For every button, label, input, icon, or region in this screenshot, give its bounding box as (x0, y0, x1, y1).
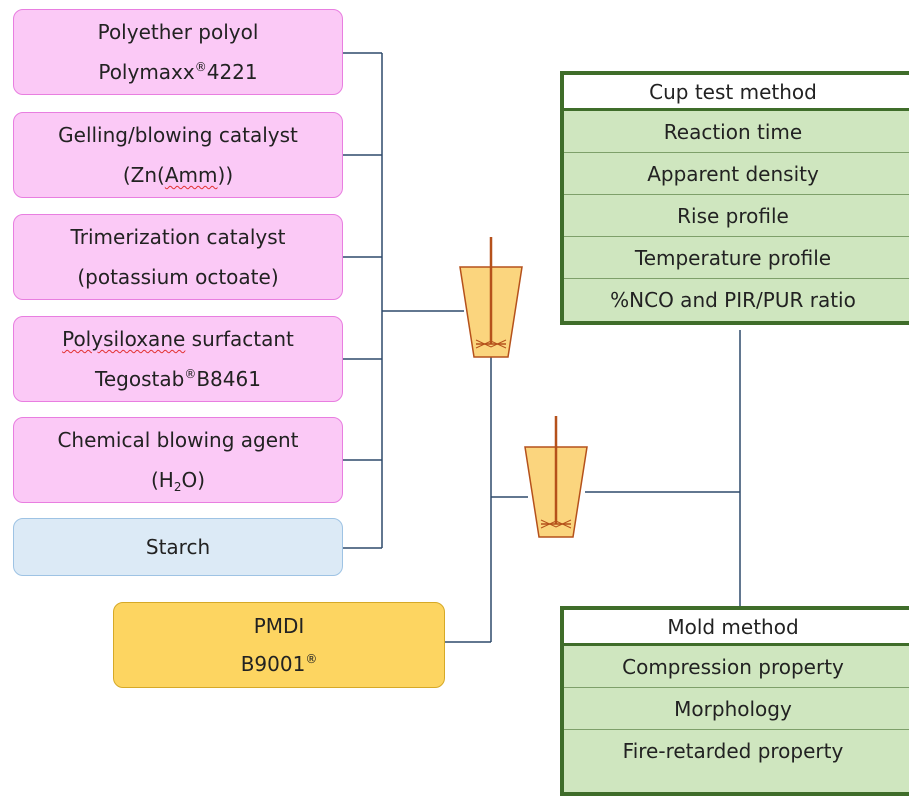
ingredient-name: Polysiloxane surfactant (62, 327, 294, 351)
cup-test-item: Temperature profile (564, 237, 909, 279)
ingredient-product: Tegostab®B8461 (95, 367, 261, 391)
mold-method-item: Compression property (564, 646, 909, 688)
mold-method-panel: Mold method Compression property Morphol… (560, 606, 909, 796)
cup-test-panel: Cup test method Reaction time Apparent d… (560, 71, 909, 325)
ingredient-product: (H2O) (150, 468, 206, 494)
ingredient-name: Chemical blowing agent (57, 428, 299, 452)
cup-test-item: %NCO and PIR/PUR ratio (564, 279, 909, 321)
trimerization-catalyst-box: Trimerization catalyst (potassium octoat… (13, 214, 343, 300)
beaker-icon (524, 416, 588, 538)
starch-label: Starch (145, 535, 211, 559)
chemical-blowing-agent-box: Chemical blowing agent (H2O) (13, 417, 343, 503)
cup-test-item: Rise profile (564, 195, 909, 237)
cup-test-title: Cup test method (564, 75, 909, 111)
mold-method-item: Fire-retarded property (564, 730, 909, 772)
pmdi-name: PMDI (253, 614, 305, 638)
gelling-blowing-catalyst-box: Gelling/blowing catalyst (Zn(Amm)) (13, 112, 343, 198)
polysiloxane-surfactant-box: Polysiloxane surfactant Tegostab®B8461 (13, 316, 343, 402)
connector-lines (343, 52, 741, 643)
polyether-polyol-box: Polyether polyol Polymaxx®4221 (13, 9, 343, 95)
mold-method-title: Mold method (564, 610, 909, 646)
pmdi-box: PMDI B9001® (113, 602, 445, 688)
ingredient-name: Trimerization catalyst (70, 225, 286, 249)
cup-test-item: Apparent density (564, 153, 909, 195)
beaker-icon (459, 237, 523, 358)
pmdi-product: B9001® (240, 652, 318, 676)
ingredient-product: Polymaxx®4221 (98, 60, 258, 84)
cup-test-item: Reaction time (564, 111, 909, 153)
ingredient-product: (Zn(Amm)) (122, 163, 234, 187)
starch-box: Starch (13, 518, 343, 576)
ingredient-name: Polyether polyol (97, 20, 259, 44)
ingredient-name: Gelling/blowing catalyst (58, 123, 298, 147)
mold-method-item: Morphology (564, 688, 909, 730)
ingredient-product: (potassium octoate) (77, 265, 279, 289)
